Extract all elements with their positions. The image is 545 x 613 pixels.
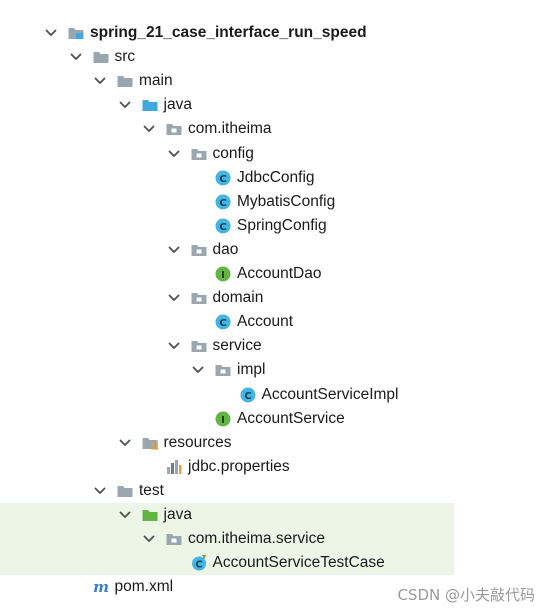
svg-text:I: I: [221, 270, 225, 281]
tree-row-accountserviceimpl[interactable]: C AccountServiceImpl: [0, 383, 545, 407]
chevron-down-icon[interactable]: [191, 363, 205, 377]
tree-item-label: jdbc.properties: [188, 457, 290, 475]
class-icon: C: [239, 386, 257, 404]
tree-row-java[interactable]: java: [0, 93, 545, 117]
svg-text:C: C: [219, 174, 226, 185]
chevron-down-icon[interactable]: [167, 291, 181, 305]
tree-row-dao[interactable]: dao: [0, 238, 545, 262]
tree-item-label: config: [212, 144, 254, 162]
properties-file-icon: [165, 458, 183, 476]
tree-item-label: src: [114, 48, 136, 66]
svg-text:C: C: [219, 198, 226, 209]
tree-item-label: SpringConfig: [237, 216, 327, 234]
class-icon: C: [214, 193, 232, 211]
class-icon: C: [214, 313, 232, 331]
chevron-down-icon[interactable]: [69, 50, 83, 64]
svg-text:C: C: [244, 391, 251, 402]
tree-row-resources[interactable]: resources: [0, 431, 545, 455]
tree-row-mybatisconfig[interactable]: C MybatisConfig: [0, 190, 545, 214]
tree-item-label: dao: [212, 240, 239, 258]
tree-row-com-itheima[interactable]: com.itheima: [0, 117, 545, 141]
tree-item-label: Account: [237, 313, 294, 331]
tree-row-spring-21-case-interface-run-speed[interactable]: spring_21_case_interface_run_speed: [0, 21, 545, 45]
chevron-down-icon[interactable]: [167, 339, 181, 353]
svg-text:m: m: [93, 578, 109, 596]
watermark: CSDN @小夫敲代码: [397, 586, 535, 604]
chevron-down-icon[interactable]: [93, 484, 107, 498]
chevron-down-icon[interactable]: [118, 98, 132, 112]
tree-row-config[interactable]: config: [0, 142, 545, 166]
resources-folder-icon: [141, 434, 159, 452]
tree-row-main[interactable]: main: [0, 69, 545, 93]
tree-row-src[interactable]: src: [0, 45, 545, 69]
tree-item-label: AccountDao: [237, 265, 322, 282]
tree-item-label: spring_21_case_interface_run_speed: [90, 24, 367, 41]
folder-icon: [92, 48, 110, 66]
tree-row-jdbcconfig[interactable]: C JdbcConfig: [0, 166, 545, 190]
tree-row-accountservicetestcase[interactable]: C AccountServiceTestCase: [0, 551, 454, 576]
tree-item-label: JdbcConfig: [237, 168, 315, 186]
chevron-down-icon[interactable]: [167, 147, 181, 161]
tree-row-accountdao[interactable]: I AccountDao: [0, 262, 545, 286]
tree-item-label: service: [212, 337, 262, 355]
chevron-down-icon[interactable]: [93, 74, 107, 88]
maven-file-icon: m: [92, 578, 110, 596]
class-icon: C: [214, 169, 232, 187]
folder-icon: [116, 482, 134, 500]
tree-item-label: impl: [237, 361, 266, 379]
folder-icon: [116, 72, 134, 90]
tree-row-impl[interactable]: impl: [0, 358, 545, 382]
svg-text:C: C: [219, 222, 226, 233]
tree-item-label: test: [139, 481, 164, 499]
svg-text:I: I: [221, 415, 225, 426]
svg-text:C: C: [219, 318, 226, 329]
class-icon: C: [214, 217, 232, 235]
tree-row-pom-xml[interactable]: m pom.xml: [0, 575, 545, 599]
chevron-down-icon[interactable]: [118, 508, 132, 522]
tree-item-label: java: [163, 96, 192, 114]
tree-row-java[interactable]: java: [0, 503, 454, 527]
project-folder-icon: [67, 24, 85, 42]
test-source-folder-icon: [141, 506, 159, 524]
test-class-icon: C: [190, 554, 208, 572]
tree-item-label: pom.xml: [114, 578, 174, 596]
tree-row-test[interactable]: test: [0, 479, 545, 503]
chevron-down-icon[interactable]: [167, 243, 181, 257]
chevron-down-icon[interactable]: [44, 26, 58, 40]
tree-item-label: com.itheima: [188, 120, 272, 138]
tree-item-label: main: [139, 72, 173, 90]
tree-row-service[interactable]: service: [0, 334, 545, 358]
tree-row-jdbc-properties[interactable]: jdbc.properties: [0, 455, 545, 479]
chevron-down-icon[interactable]: [142, 532, 156, 546]
tree-item-label: com.itheima.service: [188, 530, 325, 548]
tree-row-accountservice[interactable]: I AccountService: [0, 407, 545, 431]
interface-icon: I: [214, 410, 232, 428]
interface-icon: I: [214, 265, 232, 283]
tree-item-label: java: [163, 506, 192, 523]
package-icon: [190, 289, 208, 307]
tree-item-label: AccountServiceImpl: [261, 385, 399, 403]
package-icon: [165, 530, 183, 548]
tree-item-label: resources: [163, 433, 232, 451]
tree-item-label: AccountServiceTestCase: [212, 554, 385, 572]
package-icon: [214, 361, 232, 379]
tree-row-springconfig[interactable]: C SpringConfig: [0, 214, 545, 238]
chevron-down-icon[interactable]: [118, 436, 132, 450]
tree-row-account[interactable]: C Account: [0, 310, 545, 334]
package-icon: [190, 145, 208, 163]
tree-row-domain[interactable]: domain: [0, 286, 545, 310]
tree-item-label: domain: [212, 289, 264, 307]
package-icon: [190, 241, 208, 259]
tree-row-com-itheima-service[interactable]: com.itheima.service: [0, 527, 454, 552]
tree-item-label: MybatisConfig: [237, 192, 336, 210]
package-icon: [190, 337, 208, 355]
tree-item-label: AccountService: [237, 409, 345, 427]
package-icon: [165, 120, 183, 138]
chevron-down-icon[interactable]: [142, 122, 156, 136]
svg-text:C: C: [195, 560, 202, 571]
source-folder-icon: [141, 96, 159, 114]
